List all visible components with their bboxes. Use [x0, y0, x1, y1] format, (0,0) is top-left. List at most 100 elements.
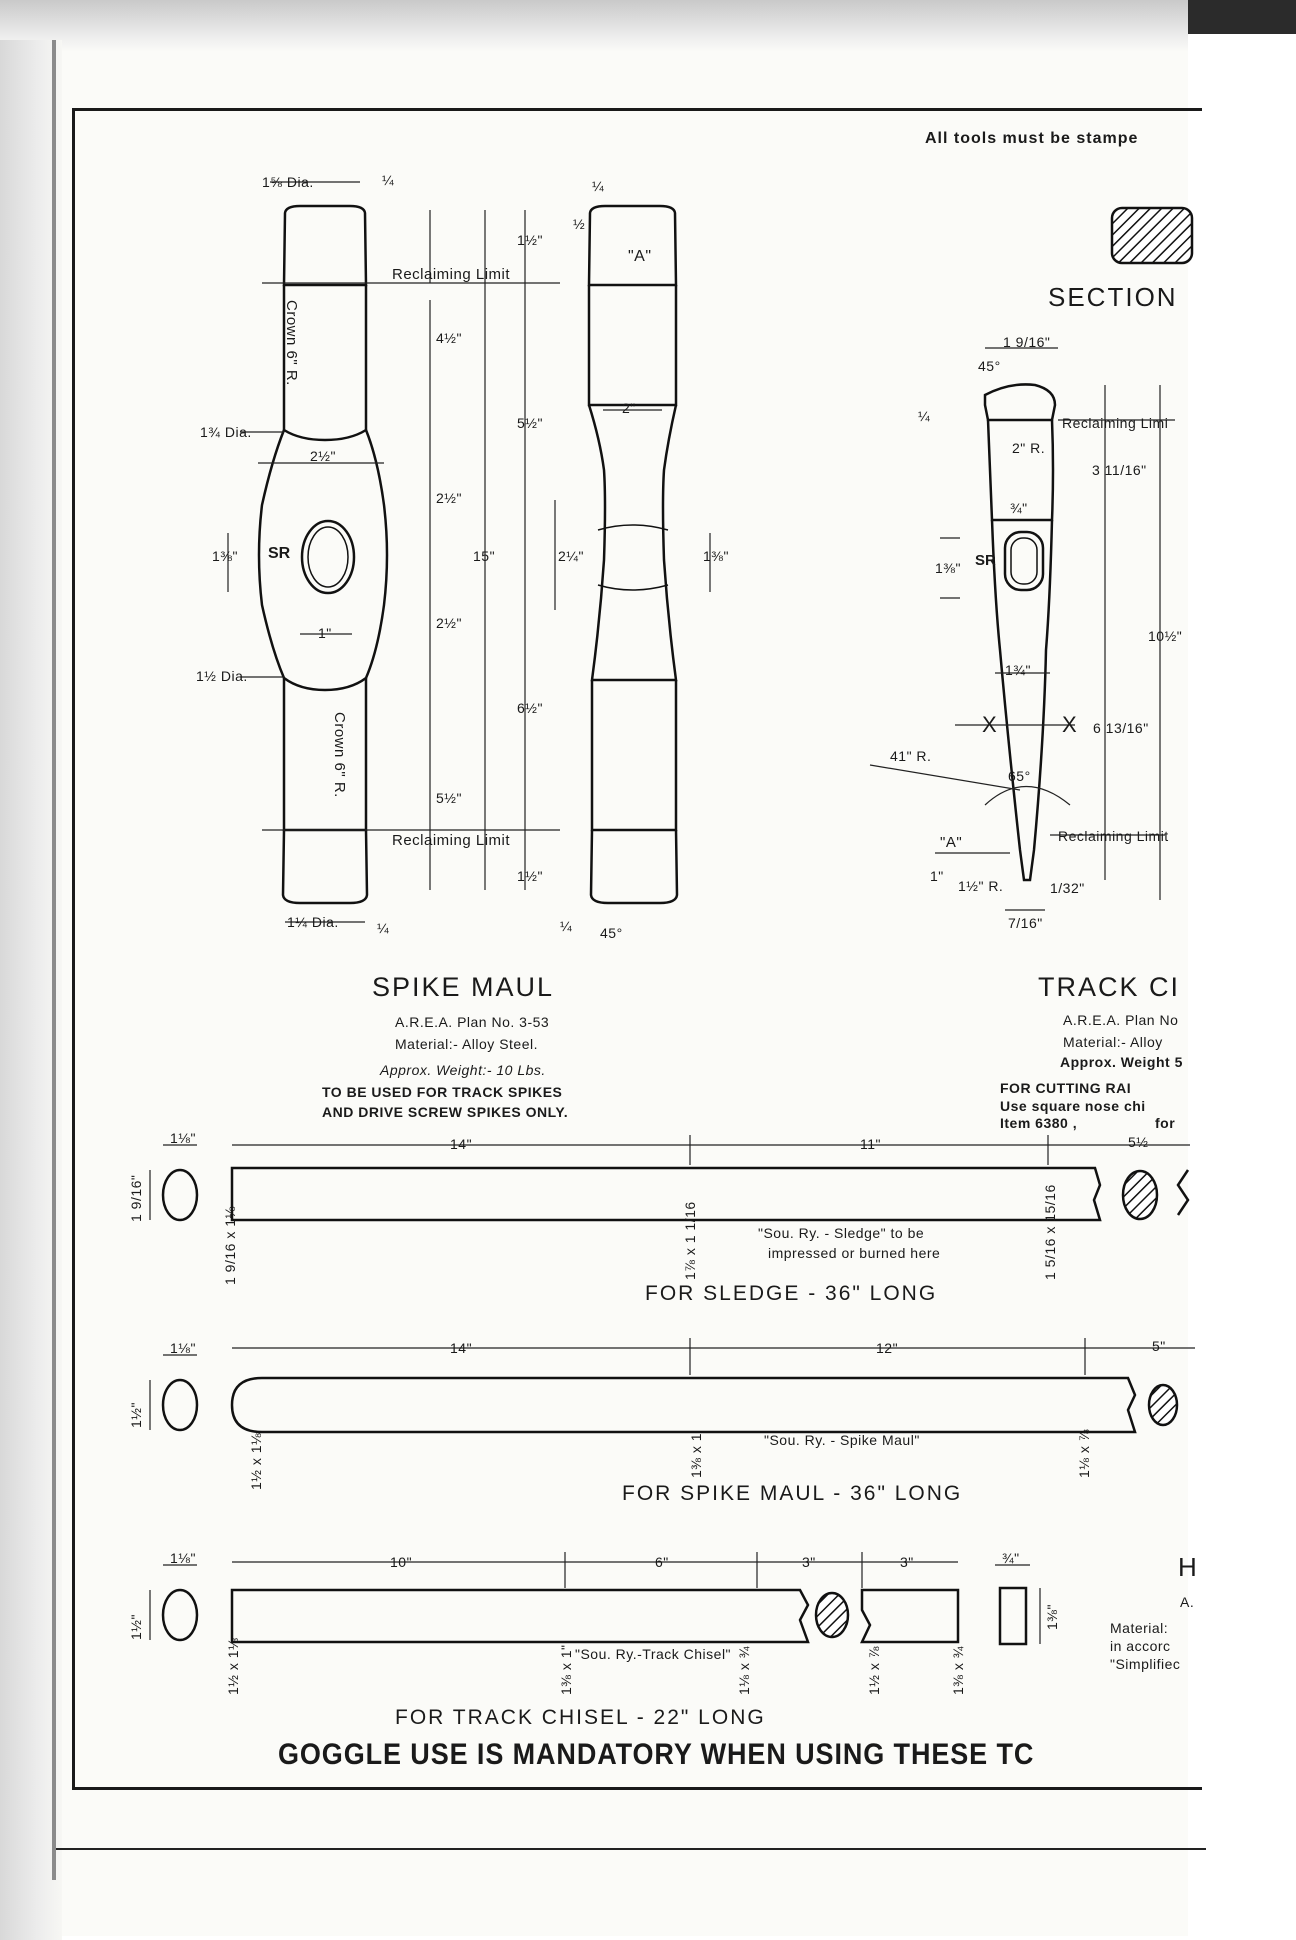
- maul-crown-top: Crown 6" R.: [283, 300, 300, 386]
- maul-v-2-half-a: 2½": [436, 490, 462, 506]
- chisel-handle-end-w: 1⅛": [170, 1550, 196, 1566]
- h-section-line-3: "Simplifiec: [1110, 1656, 1181, 1672]
- maul-handle-note: "Sou. Ry. - Spike Maul": [764, 1432, 920, 1448]
- maul-angle-45: 45°: [600, 925, 623, 941]
- maul-dia-mid-bottom: 1½ Dia.: [196, 668, 248, 684]
- spike-maul-plan: A.R.E.A. Plan No. 3-53: [395, 1014, 550, 1030]
- track-chisel-view: [983, 383, 1057, 882]
- maul-v-6-half: 6½": [517, 700, 543, 716]
- maul-width-2-half: 2½": [310, 448, 336, 464]
- page-fold-line: [52, 40, 56, 1880]
- spike-maul-front-view: [257, 204, 389, 905]
- maul-handle-end-w: 1⅛": [170, 1340, 196, 1356]
- chisel-reclaim-bottom: Reclaiming Limit: [1058, 828, 1169, 844]
- maul-v-2-quarter: 2¼": [558, 548, 584, 564]
- chisel-v-1: 1": [930, 868, 944, 884]
- maul-handle-end-h: 1½": [128, 1402, 144, 1428]
- drawing-border: [72, 108, 1202, 1790]
- track-chisel-material: Material:- Alloy: [1063, 1034, 1163, 1050]
- track-chisel-plan: A.R.E.A. Plan No: [1063, 1012, 1179, 1028]
- chisel-handle-s2: 1⅜ x 1": [558, 1644, 574, 1696]
- maul-handle-caption: FOR SPIKE MAUL - 36" LONG: [622, 1482, 963, 1505]
- chisel-detail-a: "A": [940, 834, 963, 851]
- chisel-handle-s4: 1½ x ⅞: [866, 1646, 882, 1695]
- maul-handle-s2: 1⅜ x 1: [688, 1432, 704, 1478]
- maul-v-5-half: 5½": [517, 415, 543, 431]
- wedge-height: 1⅜": [1044, 1604, 1060, 1630]
- sledge-d3: 5½: [1128, 1134, 1149, 1150]
- track-chisel-note-2: Use square nose chi: [1000, 1098, 1146, 1114]
- spike-maul-side-view: [587, 204, 679, 905]
- maul-handle-d1: 14": [450, 1340, 473, 1356]
- sledge-handle: [161, 1166, 1190, 1222]
- maul-crown-bottom: Crown 6" R.: [331, 712, 348, 798]
- sledge-end-h: 1 9/16": [128, 1174, 144, 1222]
- maul-handle-d3: 5": [1152, 1338, 1166, 1354]
- chisel-w-1-3-4: 1¾": [1005, 662, 1031, 678]
- chisel-reclaim-top: Reclaiming Limi: [1062, 415, 1169, 431]
- maul-v-1-half-top: 1½": [517, 232, 543, 248]
- chisel-v-6-13-16: 6 13/16": [1093, 720, 1149, 736]
- maul-detail-a: "A": [628, 248, 652, 265]
- spike-maul-title: SPIKE MAUL: [372, 972, 555, 1002]
- scan-shadow: [0, 0, 1296, 52]
- spike-maul-handle-dimensions: [149, 1338, 1195, 1430]
- sledge-s2: 1⅞ x 1 1/16: [682, 1201, 698, 1280]
- maul-handle-d2: 12": [876, 1340, 899, 1356]
- chisel-angle-45: 45°: [978, 358, 1001, 374]
- chisel-handle-d2: 6": [655, 1554, 669, 1570]
- sledge-note-1: "Sou. Ry. - Sledge" to be: [758, 1225, 925, 1241]
- maul-dia-top: 1⅝ Dia.: [262, 174, 314, 190]
- h-section-material: Material:: [1110, 1620, 1169, 1636]
- track-chisel-note-3: Item 6380 ,: [1000, 1115, 1078, 1131]
- maul-width-2: 2": [622, 400, 636, 416]
- h-section-line-2: in accorc: [1110, 1638, 1171, 1654]
- section-title: SECTION: [1048, 282, 1178, 312]
- sledge-s3: 1 5/16 x 15/16: [1042, 1184, 1058, 1280]
- maul-quarter-top-right: ¼: [592, 178, 605, 194]
- scan-margin-left: [0, 40, 62, 1940]
- sledge-caption: FOR SLEDGE - 36" LONG: [645, 1282, 938, 1305]
- maul-v-15: 15": [473, 548, 496, 564]
- sledge-dimensions: [149, 1135, 1190, 1220]
- sledge-d1: 14": [450, 1136, 473, 1152]
- track-chisel-note-1: FOR CUTTING RAI: [1000, 1080, 1132, 1096]
- bottom-rule: [56, 1848, 1206, 1850]
- wedge-width: ¾": [1002, 1550, 1020, 1566]
- chisel-handle-d1: 10": [390, 1554, 413, 1570]
- sledge-end-w: 1⅛": [170, 1130, 196, 1146]
- chisel-handle-d3: 3": [802, 1554, 816, 1570]
- chisel-v-3-11-16: 3 11/16": [1092, 462, 1147, 478]
- chisel-handle-s5: 1⅜ x ¾: [950, 1646, 966, 1695]
- chisel-x-right: X: [1062, 712, 1077, 737]
- maul-dia-bottom: 1¼ Dia.: [287, 914, 339, 930]
- chisel-sr-mark: SR: [975, 552, 996, 569]
- maul-reclaim-top: Reclaiming Limit: [392, 266, 511, 283]
- maul-v-2-half-b: 2½": [436, 615, 462, 631]
- maul-handle-s1: 1½ x 1⅛: [248, 1432, 264, 1490]
- sledge-note-2: impressed or burned here: [768, 1245, 941, 1261]
- chisel-r-1-half: 1½" R.: [958, 878, 1004, 894]
- maul-v-1-half-bottom: 1½": [517, 868, 543, 884]
- maul-handle-s3: 1⅛ x ⅞: [1076, 1429, 1092, 1478]
- maul-height-right: 1⅜": [703, 548, 729, 564]
- chisel-handle-note: "Sou. Ry.-Track Chisel": [575, 1646, 732, 1662]
- chisel-x-left: X: [982, 712, 997, 737]
- scan-edge-dark: [1188, 0, 1296, 34]
- maul-quarter-bottom-right: ¼: [560, 918, 573, 934]
- chisel-w-1-9-16: 1 9/16": [1003, 334, 1051, 350]
- spike-maul-weight: Approx. Weight:- 10 Lbs.: [380, 1062, 546, 1078]
- maul-height-left: 1⅜": [212, 548, 238, 564]
- chisel-handle-caption: FOR TRACK CHISEL - 22" LONG: [395, 1706, 766, 1729]
- chisel-h-1-3-8: 1⅜": [935, 560, 961, 576]
- chisel-r-2: 2" R.: [1012, 440, 1046, 456]
- spike-maul-usage-2: AND DRIVE SCREW SPIKES ONLY.: [322, 1104, 569, 1120]
- sledge-s1: 1 9/16 x 1⅛: [222, 1206, 238, 1285]
- maul-half-top-right: ½: [573, 216, 586, 232]
- sledge-d2: 11": [860, 1136, 882, 1152]
- h-section-line-a: A.: [1180, 1594, 1195, 1610]
- track-chisel-title: TRACK CI: [1038, 972, 1181, 1002]
- track-chisel-handle-dimensions: [149, 1552, 1041, 1644]
